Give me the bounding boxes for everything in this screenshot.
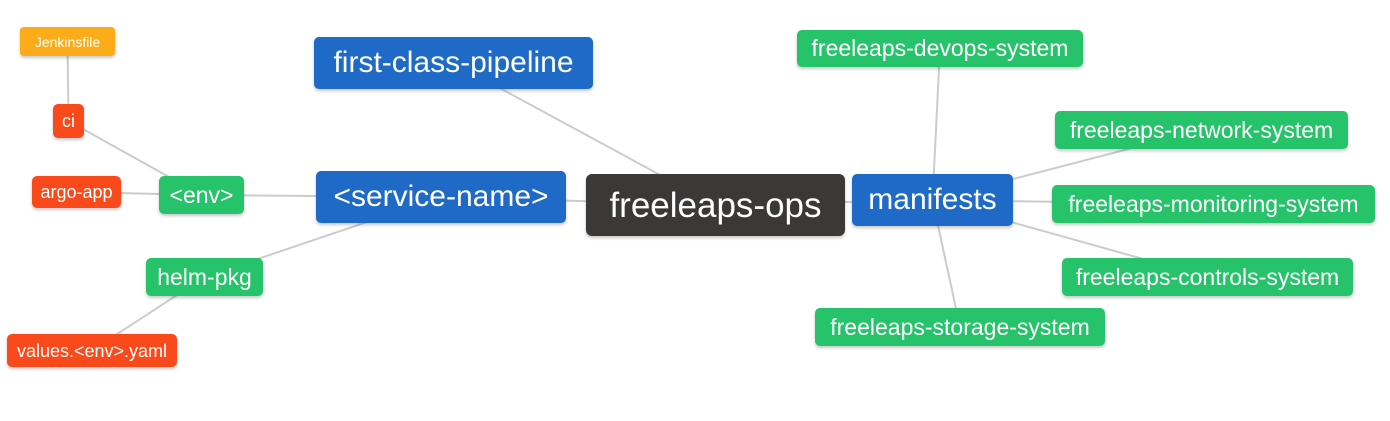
node-monitoring-system[interactable]: freeleaps-monitoring-system [1052,185,1375,223]
node-network-system[interactable]: freeleaps-network-system [1055,111,1348,149]
node-ci[interactable]: ci [53,104,84,138]
node-env[interactable]: <env> [159,176,244,214]
node-devops-system[interactable]: freeleaps-devops-system [797,30,1083,67]
node-argo-app[interactable]: argo-app [32,176,121,208]
node-jenkinsfile[interactable]: Jenkinsfile [20,27,115,56]
node-values-env-yaml[interactable]: values.<env>.yaml [7,334,177,367]
node-manifests[interactable]: manifests [852,174,1013,226]
node-helm-pkg[interactable]: helm-pkg [146,258,263,296]
node-freeleaps-ops[interactable]: freeleaps-ops [586,174,845,236]
node-service-name[interactable]: <service-name> [316,171,566,223]
node-controls-system[interactable]: freeleaps-controls-system [1062,258,1353,296]
node-storage-system[interactable]: freeleaps-storage-system [815,308,1105,346]
node-first-class-pipeline[interactable]: first-class-pipeline [314,37,593,89]
